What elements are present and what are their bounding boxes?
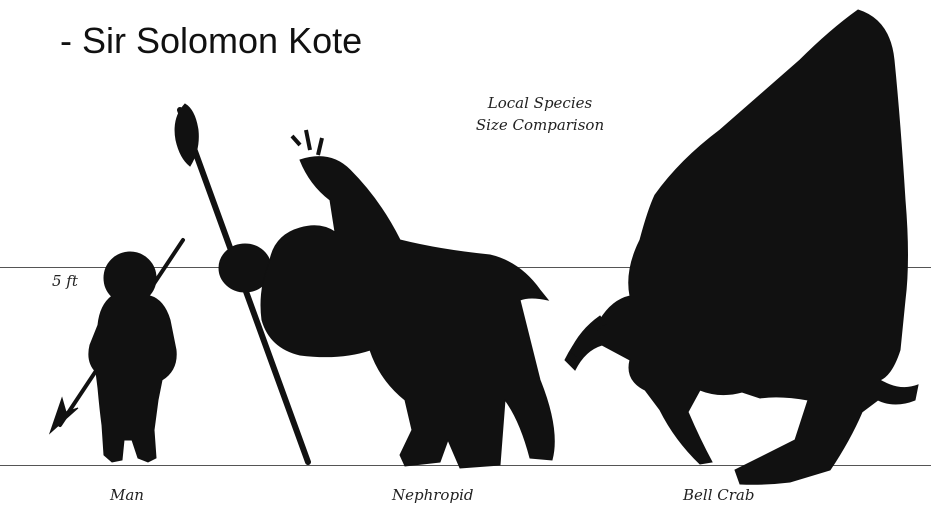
species-label-bell-crab: Bell Crab — [683, 486, 754, 504]
species-label-nephropid: Nephropid — [392, 486, 473, 504]
five-foot-label: 5 ft — [52, 272, 78, 290]
species-label-man: Man — [110, 486, 144, 504]
bell-crab-silhouette — [565, 10, 918, 484]
nephropid-silhouette — [175, 104, 554, 468]
